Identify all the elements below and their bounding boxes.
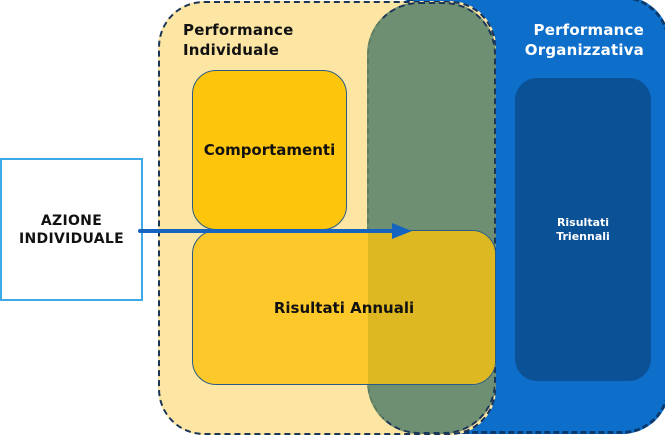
risultati-annuali-box: Risultati Annuali <box>192 230 496 385</box>
comportamenti-label: Comportamenti <box>203 141 336 159</box>
title-line: Performance <box>183 21 294 39</box>
risultati-triennali-line: Risultati <box>556 215 610 229</box>
azione-line: INDIVIDUALE <box>19 230 124 247</box>
azione-line: AZIONE <box>40 212 103 229</box>
risultati-annuali-overlap-shade <box>368 231 495 384</box>
title-line: Performance <box>533 21 644 39</box>
title-line: Individuale <box>183 41 280 59</box>
performance-organizzativa-title: Performance Organizzativa <box>520 20 644 60</box>
arrow-icon <box>138 223 412 239</box>
arrow-head <box>392 223 412 239</box>
performance-individuale-title: Performance Individuale <box>183 20 294 60</box>
azione-individuale-box: AZIONE INDIVIDUALE <box>0 158 143 301</box>
risultati-triennali-box: Risultati Triennali <box>515 78 651 381</box>
risultati-triennali-line: Triennali <box>556 229 610 243</box>
risultati-annuali-label: Risultati Annuali <box>273 298 415 317</box>
title-line: Organizzativa <box>524 41 644 59</box>
comportamenti-box: Comportamenti <box>192 70 347 230</box>
